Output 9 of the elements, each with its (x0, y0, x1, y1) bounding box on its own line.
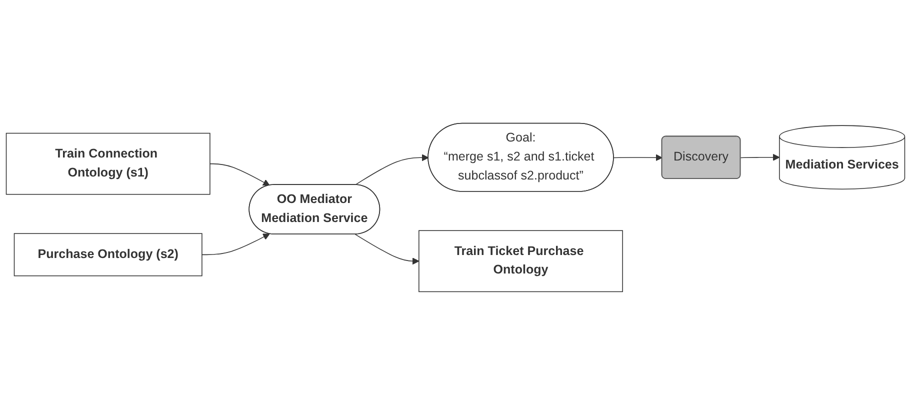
node-box: Train Ticket Purchase Ontology (418, 230, 623, 292)
arrow (354, 154, 429, 186)
arrow (613, 154, 662, 162)
node-box: Purchase Ontology (s2) (14, 233, 202, 276)
arrow (354, 234, 420, 265)
arrow (740, 154, 780, 161)
node-box: Train Connection Ontology (s1) (6, 132, 210, 195)
arrow (210, 163, 270, 186)
arrow (202, 234, 270, 256)
